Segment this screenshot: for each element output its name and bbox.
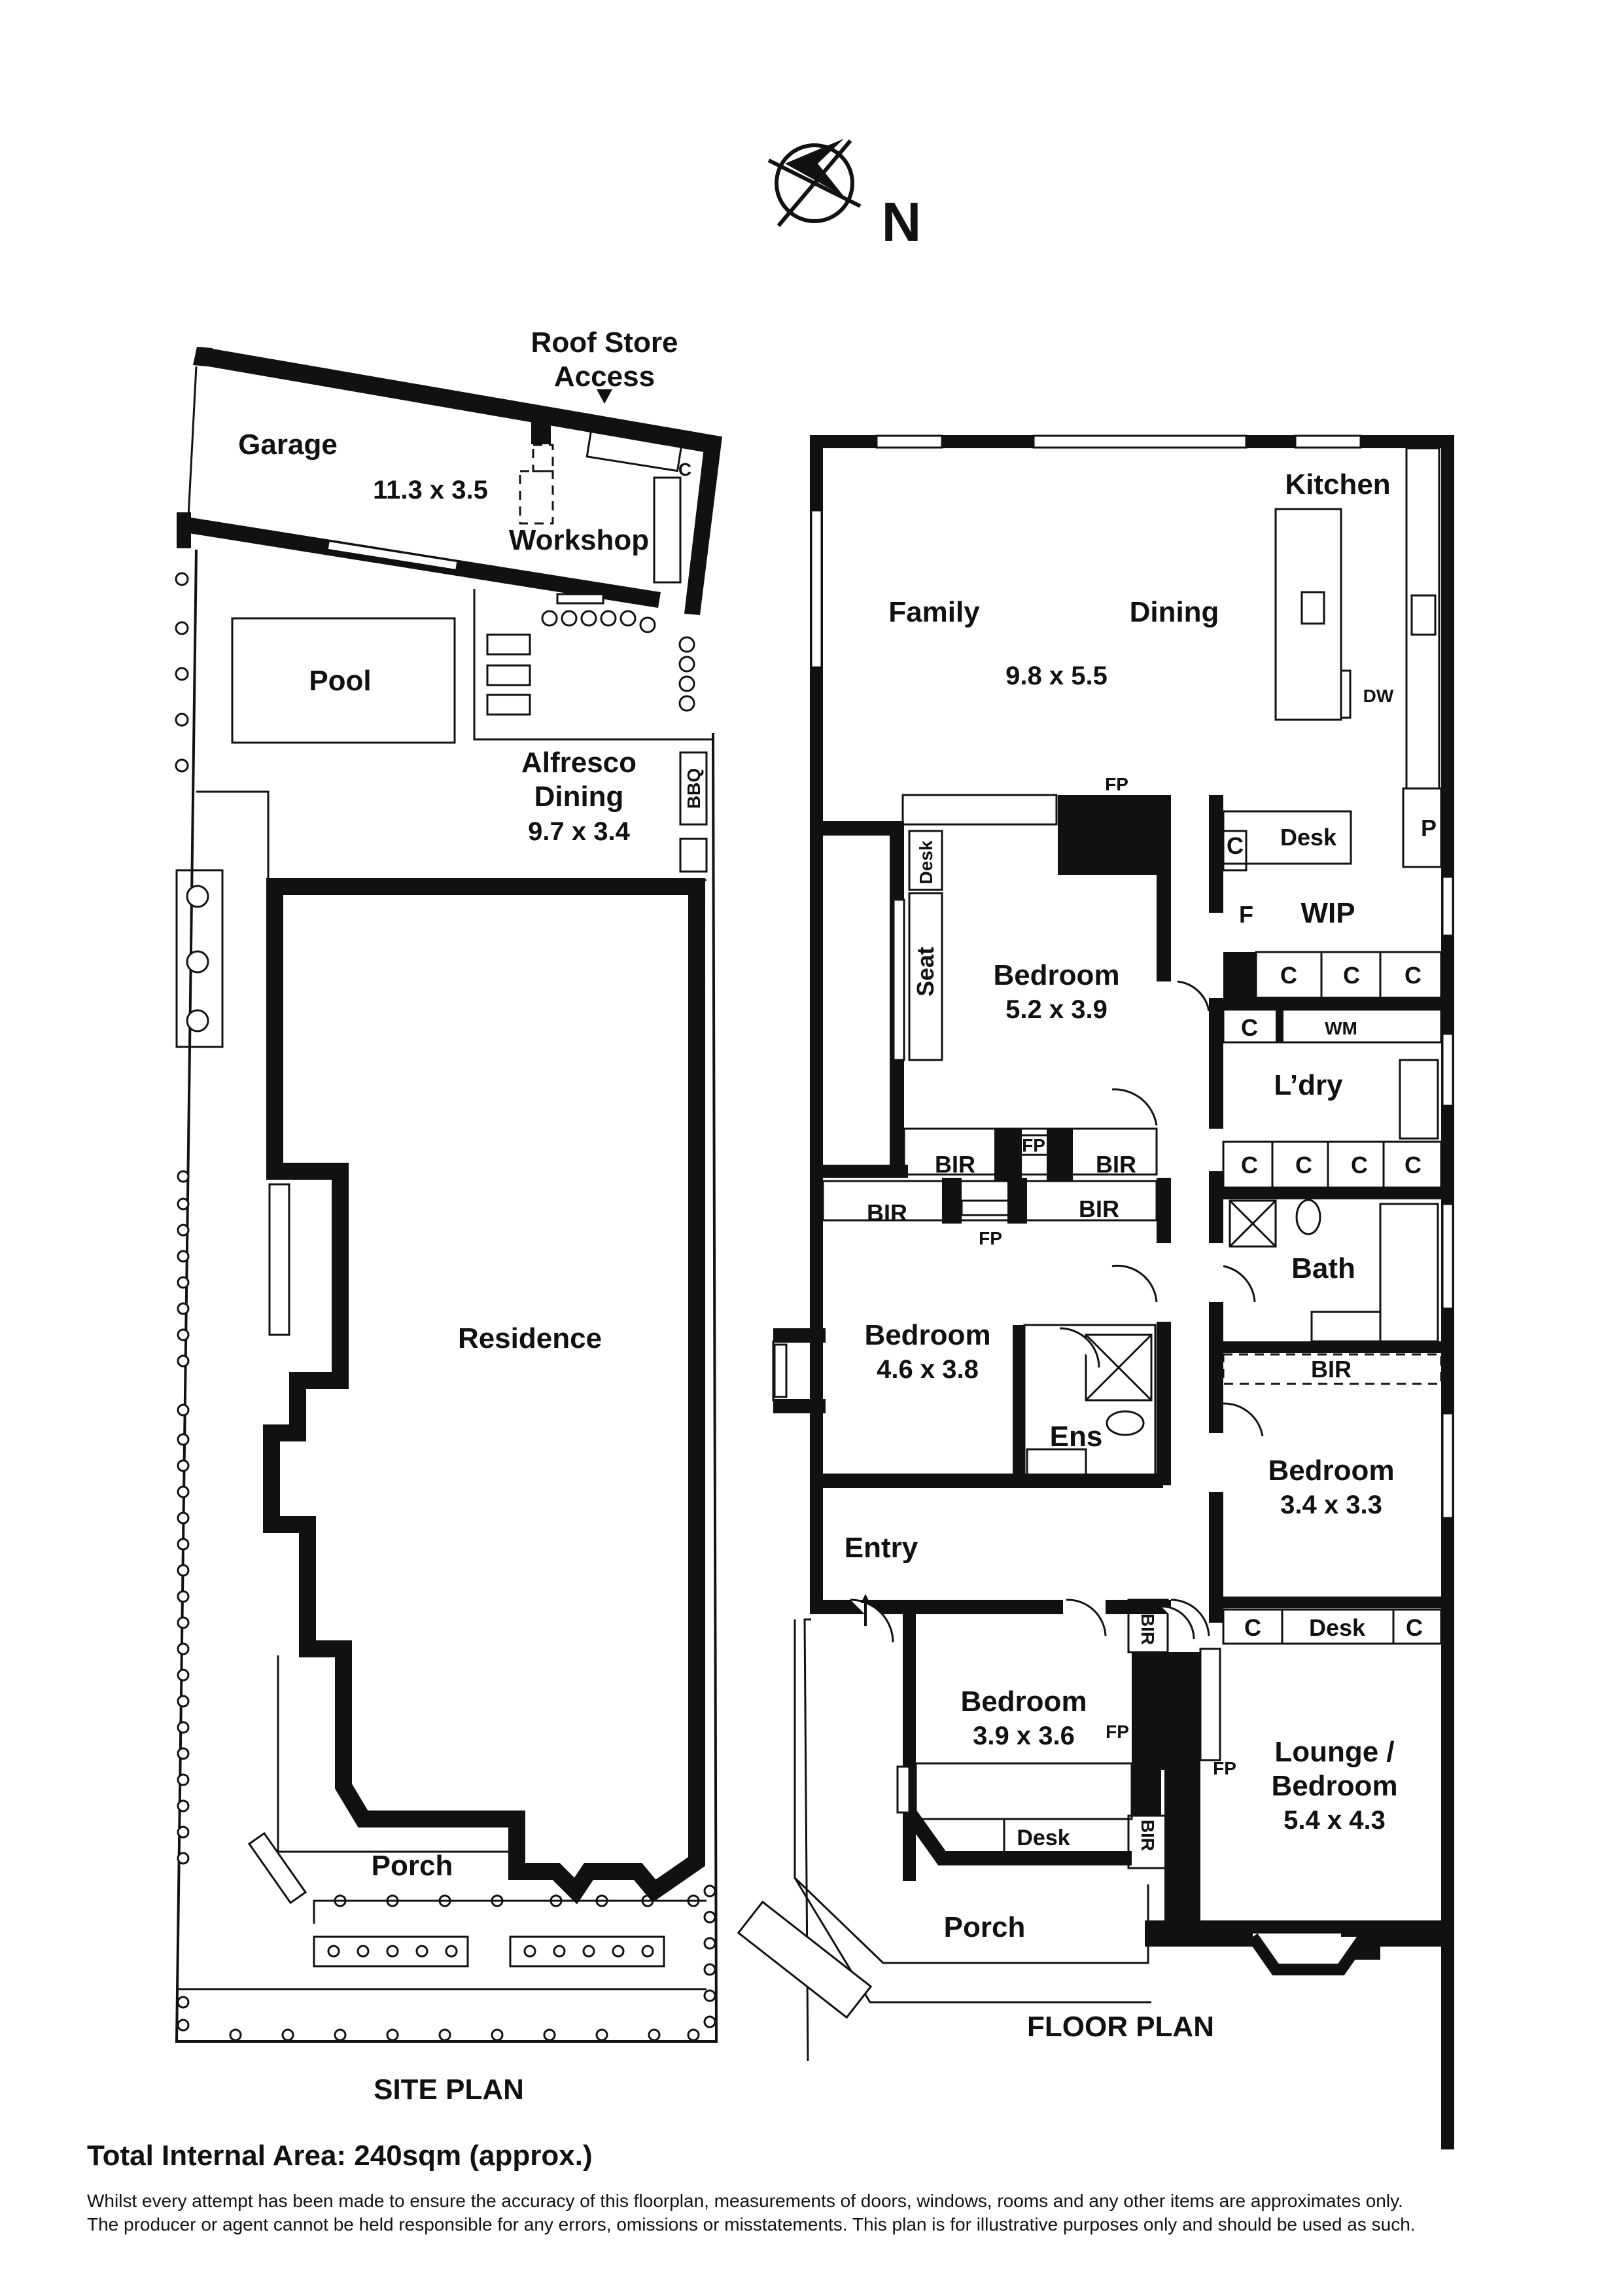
cupboard-label-hall-2: C [1295, 1152, 1312, 1178]
compass-icon [767, 139, 862, 227]
cupboard-label-hall-3: C [1351, 1152, 1368, 1178]
bir-label-entry-1: BIR [1138, 1614, 1158, 1645]
site-plan [175, 347, 722, 2043]
lounge-label: Lounge / [1274, 1736, 1394, 1768]
fp-label-lounge: FP [1213, 1758, 1236, 1778]
family-dims: 9.8 x 5.5 [1005, 662, 1108, 690]
site-porch-label: Porch [372, 1850, 453, 1882]
porch-label: Porch [944, 1911, 1026, 1943]
disclaimer-line-2: The producer or agent cannot be held res… [87, 2214, 1416, 2234]
footer: Total Internal Area: 240sqm (approx.) Wh… [87, 2140, 1552, 2236]
bir-label-1: BIR [935, 1151, 975, 1178]
alfresco-label: Alfresco [521, 747, 637, 779]
desk-label-bed3: Desk [1309, 1614, 1366, 1641]
north-label: N [882, 191, 922, 253]
desk-label-bed1: Desk [916, 840, 936, 884]
cupboard-label-ldry: C [1241, 1014, 1258, 1041]
kitchen-label: Kitchen [1285, 468, 1390, 501]
fridge-label: F [1239, 901, 1253, 928]
disclaimer-line-1: Whilst every attempt has been made to en… [87, 2191, 1403, 2211]
bedroom-3-dims: 3.4 x 3.3 [1280, 1491, 1382, 1519]
family-label: Family [888, 596, 980, 628]
lounge-bedroom-label: Bedroom [1271, 1770, 1397, 1802]
site-plan-title: SITE PLAN [374, 2074, 524, 2106]
fp-label-bed1: FP [1022, 1135, 1045, 1156]
roof-store-access-label: Access [554, 361, 655, 393]
residence-label: Residence [458, 1322, 602, 1354]
entry-label: Entry [845, 1532, 918, 1564]
pantry-label: P [1421, 815, 1437, 841]
bedroom-1-label: Bedroom [993, 959, 1119, 991]
roof-store-label: Roof Store [531, 327, 678, 359]
garage-label: Garage [238, 429, 338, 461]
bath-label: Bath [1291, 1252, 1355, 1284]
dw-label: DW [1363, 686, 1394, 706]
alfresco-dims: 9.7 x 3.4 [528, 817, 630, 846]
cupboard-label-wip-3: C [1405, 962, 1422, 989]
cupboard-label-wip-2: C [1343, 962, 1360, 989]
cupboard-label-bed3-2: C [1406, 1614, 1423, 1641]
fp-label-bed2: FP [979, 1228, 1002, 1248]
cupboard-label-hall-4: C [1405, 1152, 1422, 1178]
cupboard-label-desk: C [1227, 832, 1244, 859]
cupboard-label-hall-1: C [1241, 1152, 1258, 1178]
bir-label-3: BIR [867, 1199, 907, 1226]
bedroom-4-dims: 3.9 x 3.6 [973, 1722, 1075, 1750]
lounge-dims: 5.4 x 4.3 [1283, 1806, 1386, 1835]
seat-label: Seat [912, 947, 939, 997]
floor-plan-title: FLOOR PLAN [1027, 2011, 1214, 2043]
desk-label-study: Desk [1280, 824, 1337, 851]
workshop-label: Workshop [509, 524, 649, 556]
cupboard-label-wip-1: C [1280, 962, 1297, 989]
laundry-label: L’dry [1274, 1069, 1343, 1101]
bir-label-5: BIR [1311, 1356, 1352, 1383]
fp-label-bed4: FP [1106, 1722, 1129, 1742]
bedroom-2-dims: 4.6 x 3.8 [877, 1355, 979, 1384]
garage-dims: 11.3 x 3.5 [373, 476, 488, 504]
alfresco-dining-label: Dining [534, 781, 624, 813]
site-cupboard-label: C [534, 423, 548, 444]
bedroom-2-label: Bedroom [864, 1319, 990, 1351]
bir-label-4: BIR [1079, 1195, 1119, 1222]
bir-label-2: BIR [1096, 1151, 1136, 1178]
ensuite-label: Ens [1050, 1421, 1103, 1453]
cupboard-label-bed3-1: C [1244, 1614, 1261, 1641]
wip-label: WIP [1300, 897, 1355, 929]
bedroom-1-dims: 5.2 x 3.9 [1005, 995, 1108, 1024]
bedroom-3-label: Bedroom [1268, 1455, 1394, 1487]
washing-machine-label: WM [1325, 1018, 1357, 1038]
floor-plan [737, 434, 1454, 2149]
bir-label-entry-2: BIR [1138, 1820, 1158, 1851]
fp-label-family: FP [1105, 774, 1128, 794]
desk-label-bed4: Desk [1017, 1826, 1070, 1850]
pool-label: Pool [309, 665, 371, 697]
bbq-label: BBQ [684, 768, 704, 809]
total-area: Total Internal Area: 240sqm (approx.) [87, 2140, 593, 2172]
bedroom-4-label: Bedroom [960, 1686, 1087, 1718]
dining-label: Dining [1130, 596, 1219, 628]
site-cupboard-label-2: C [678, 459, 691, 480]
